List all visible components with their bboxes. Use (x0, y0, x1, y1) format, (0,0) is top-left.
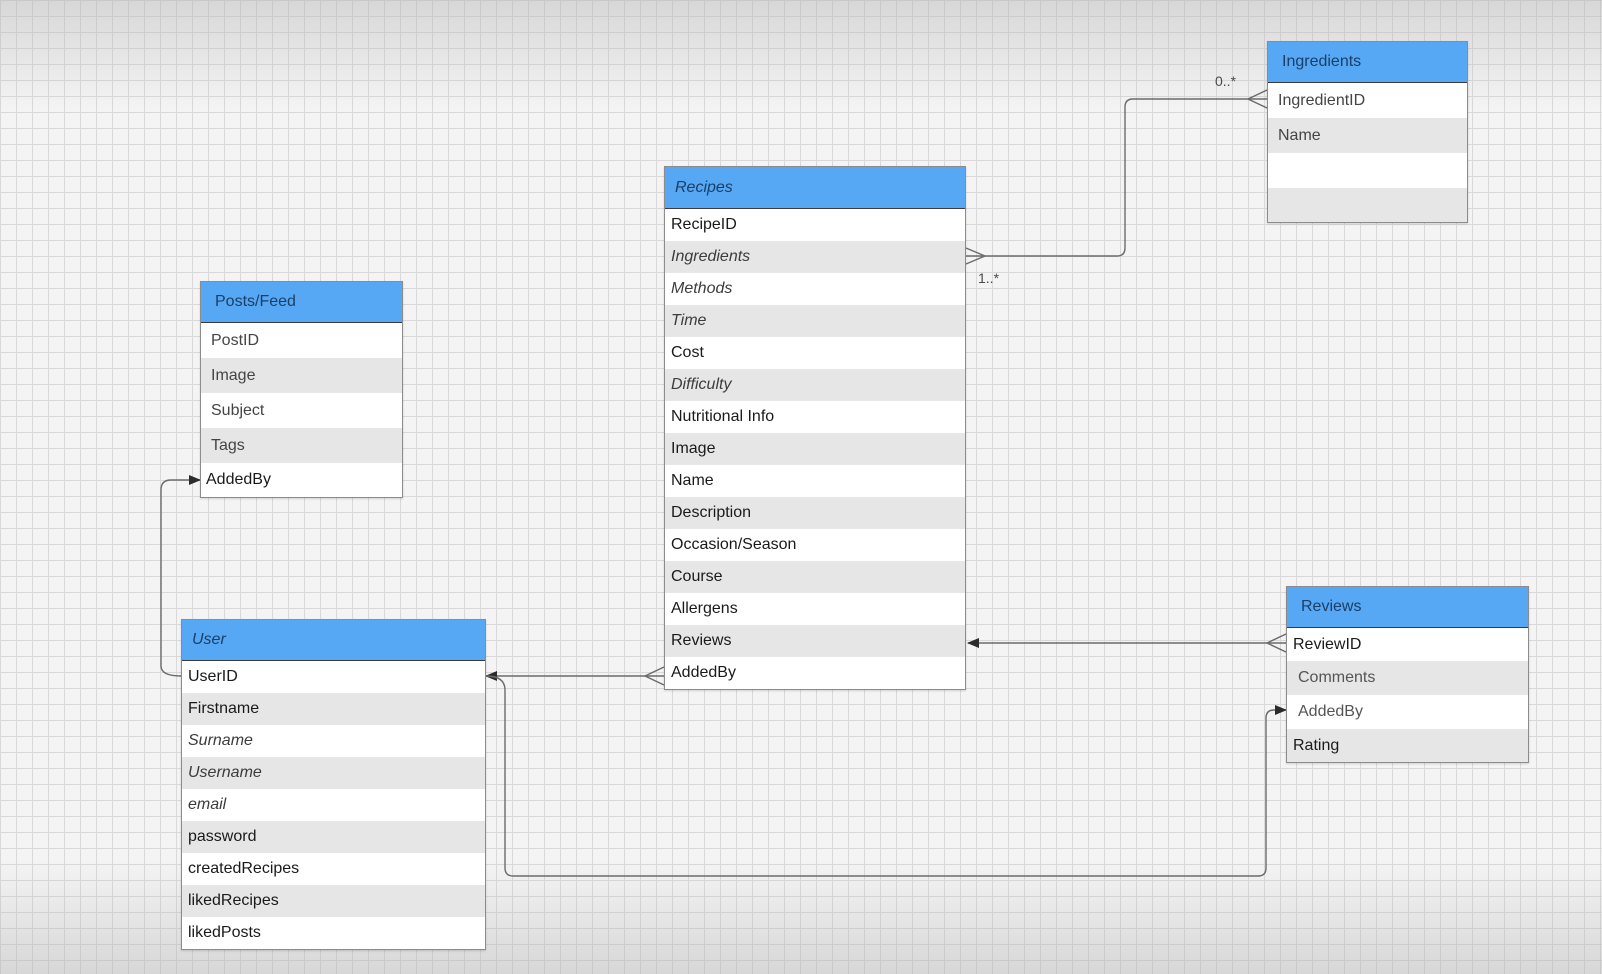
field-ingredients-ingredientid[interactable]: IngredientID (1278, 91, 1366, 109)
connector-recipes-ingredients[interactable] (965, 89, 1268, 265)
field-recipes-methods[interactable]: Methods (671, 280, 733, 297)
entity-ingredients-title: Ingredients (1282, 53, 1362, 70)
field-recipes-ingredients[interactable]: Ingredients (665, 241, 965, 273)
connector-user-reviews[interactable] (485, 675, 1287, 877)
field-posts-tags[interactable]: Tags (201, 428, 402, 463)
field-user-likedrecipes[interactable]: likedRecipes (182, 885, 485, 917)
entity-recipes-header[interactable]: Recipes (665, 167, 965, 209)
entity-ingredients-header[interactable]: Ingredients (1268, 42, 1467, 83)
field-user-password[interactable]: password (182, 821, 485, 853)
entity-user[interactable]: User UserID Firstname Surname Username e… (181, 619, 486, 950)
field-recipes-recipeid[interactable]: RecipeID (671, 216, 737, 233)
entity-posts-feed[interactable]: Posts/Feed PostID Image Subject Tags Add… (200, 281, 403, 498)
crowfoot-recipes-end (965, 247, 987, 265)
field-user-username[interactable]: Username (182, 757, 485, 789)
multiplicity-recipes: 1..* (978, 270, 1000, 286)
field-reviews-rating[interactable]: Rating (1287, 729, 1528, 762)
field-user-createdrecipes[interactable]: createdRecipes (188, 860, 300, 877)
field-ingredients-name[interactable]: Name (1268, 118, 1467, 153)
field-user-surname[interactable]: Surname (188, 732, 253, 749)
field-recipes-occasion-season[interactable]: Occasion/Season (671, 536, 797, 553)
field-reviews-comments[interactable]: Comments (1287, 661, 1528, 695)
entity-posts-header[interactable]: Posts/Feed (201, 282, 402, 323)
entity-recipes[interactable]: Recipes RecipeID Ingredients Methods Tim… (664, 166, 966, 690)
crowfoot-ingredients-end (1246, 89, 1268, 109)
field-recipes-course[interactable]: Course (665, 561, 965, 593)
field-reviews-reviewid[interactable]: ReviewID (1293, 635, 1362, 653)
field-recipes-addedby[interactable]: AddedBy (671, 664, 736, 681)
field-user-likedposts[interactable]: likedPosts (188, 924, 261, 941)
field-posts-addedby[interactable]: AddedBy (206, 471, 271, 488)
entity-recipes-title: Recipes (675, 178, 733, 196)
field-recipes-reviews[interactable]: Reviews (665, 625, 965, 657)
connector-reviews-recipes[interactable] (967, 633, 1287, 653)
entity-user-title: User (192, 631, 226, 648)
crowfoot-recipes-addedby (643, 666, 665, 686)
field-recipes-cost[interactable]: Cost (671, 344, 704, 361)
field-ingredients-empty-1[interactable] (1268, 153, 1467, 188)
field-recipes-description[interactable]: Description (665, 497, 965, 529)
field-user-email[interactable]: email (188, 796, 227, 813)
connector-recipes-user[interactable] (485, 666, 665, 686)
entity-reviews-title: Reviews (1301, 598, 1362, 615)
multiplicity-ingredients: 0..* (1215, 73, 1237, 89)
field-posts-subject[interactable]: Subject (211, 401, 265, 419)
field-recipes-difficulty[interactable]: Difficulty (665, 369, 965, 401)
entity-user-header[interactable]: User (182, 620, 485, 661)
entity-reviews-header[interactable]: Reviews (1287, 587, 1528, 628)
field-recipes-time[interactable]: Time (665, 305, 965, 337)
field-ingredients-empty-2[interactable] (1268, 188, 1467, 222)
field-posts-image[interactable]: Image (201, 358, 402, 393)
crowfoot-reviews-reviewid (1265, 633, 1287, 653)
field-recipes-image[interactable]: Image (665, 433, 965, 465)
field-user-firstname[interactable]: Firstname (182, 693, 485, 725)
field-reviews-addedby[interactable]: AddedBy (1298, 703, 1363, 720)
entity-posts-title: Posts/Feed (215, 293, 296, 310)
field-recipes-name[interactable]: Name (671, 472, 714, 489)
entity-ingredients[interactable]: Ingredients IngredientID Name (1267, 41, 1468, 223)
field-recipes-allergens[interactable]: Allergens (671, 600, 738, 617)
field-posts-postid[interactable]: PostID (211, 331, 260, 349)
field-user-userid[interactable]: UserID (188, 668, 238, 685)
entity-reviews[interactable]: Reviews ReviewID Comments AddedBy Rating (1286, 586, 1529, 763)
field-recipes-nutritional-info[interactable]: Nutritional Info (671, 408, 775, 425)
